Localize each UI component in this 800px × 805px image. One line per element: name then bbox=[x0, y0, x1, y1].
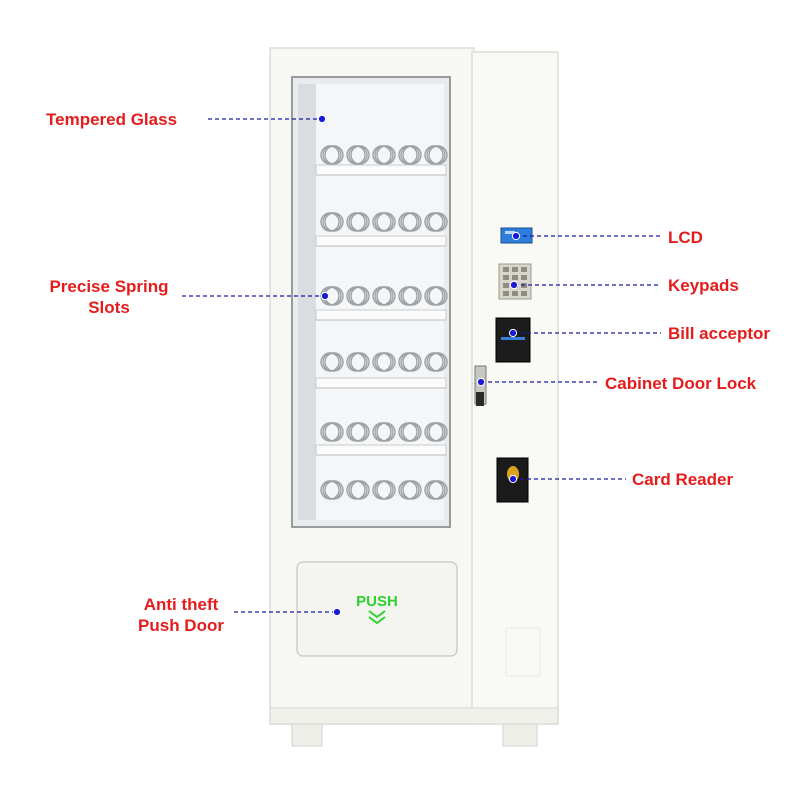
label-door-lock: Cabinet Door Lock bbox=[605, 373, 756, 394]
spring-coil bbox=[376, 145, 396, 165]
anchor-dot-lcd bbox=[511, 231, 521, 241]
spring-coil bbox=[428, 422, 448, 442]
spring-coil bbox=[324, 480, 344, 500]
push-text: PUSH bbox=[356, 593, 398, 610]
spring-coil bbox=[350, 352, 370, 372]
spring-coil bbox=[402, 352, 422, 372]
spring-coil bbox=[376, 286, 396, 306]
spring-coil bbox=[428, 480, 448, 500]
spring-coil bbox=[376, 352, 396, 372]
anchor-dot-tempered-glass bbox=[317, 114, 327, 124]
keypad-key bbox=[512, 291, 518, 296]
label-keypads: Keypads bbox=[668, 275, 739, 296]
spring-coil bbox=[376, 212, 396, 232]
anchor-dot-door-lock bbox=[476, 377, 486, 387]
spring-coil bbox=[324, 422, 344, 442]
spring-coil bbox=[402, 480, 422, 500]
keypad-key bbox=[503, 275, 509, 280]
double-chevron-down-icon bbox=[368, 610, 386, 625]
label-spring-slots: Precise Spring Slots bbox=[42, 276, 176, 318]
base-plinth bbox=[269, 707, 559, 725]
spring-coil bbox=[350, 212, 370, 232]
spring-coil bbox=[324, 212, 344, 232]
label-text-line2: Push Door bbox=[138, 616, 224, 635]
left-foot bbox=[291, 721, 323, 747]
keypad-key bbox=[503, 291, 509, 296]
label-text: Keypads bbox=[668, 276, 739, 295]
spring-coil bbox=[402, 286, 422, 306]
keypad-key bbox=[503, 267, 509, 272]
anchor-dot-anti-theft bbox=[332, 607, 342, 617]
lcd-screen-detail bbox=[505, 231, 515, 234]
spring-coil bbox=[428, 212, 448, 232]
shelf bbox=[315, 235, 447, 247]
spring-coil bbox=[376, 480, 396, 500]
label-text: Tempered Glass bbox=[46, 110, 178, 129]
label-bill-acceptor: Bill acceptor bbox=[668, 323, 770, 344]
spring-coil bbox=[350, 145, 370, 165]
anti-theft-push-door[interactable] bbox=[296, 561, 458, 657]
spring-coil bbox=[428, 145, 448, 165]
anchor-dot-card-reader bbox=[508, 474, 518, 484]
spring-coil bbox=[350, 480, 370, 500]
label-text-line1: Precise Spring bbox=[49, 277, 169, 296]
spring-coil bbox=[324, 145, 344, 165]
shelf bbox=[315, 444, 447, 456]
label-text: Card Reader bbox=[632, 470, 734, 489]
label-card-reader: Card Reader bbox=[632, 469, 733, 490]
shelves bbox=[315, 164, 447, 456]
spring-coils bbox=[320, 145, 448, 500]
label-text: LCD bbox=[668, 228, 703, 247]
bill-slot bbox=[501, 337, 525, 340]
label-tempered-glass: Tempered Glass bbox=[46, 109, 177, 130]
keypad-key bbox=[521, 267, 527, 272]
spring-coil bbox=[402, 422, 422, 442]
label-anti-theft: Anti theft Push Door bbox=[130, 594, 232, 636]
spring-coil bbox=[324, 352, 344, 372]
spring-coil bbox=[428, 352, 448, 372]
spring-coil bbox=[350, 286, 370, 306]
spring-coil bbox=[350, 422, 370, 442]
spring-coil bbox=[376, 422, 396, 442]
anchor-dot-spring-slots bbox=[320, 291, 330, 301]
right-foot bbox=[502, 721, 538, 747]
lock-key bbox=[476, 392, 484, 406]
side-vent bbox=[505, 627, 541, 677]
label-text-line1: Anti theft bbox=[143, 595, 219, 614]
callout-leaders bbox=[182, 114, 661, 617]
keypad-key bbox=[512, 275, 518, 280]
spring-coil bbox=[402, 145, 422, 165]
interior-left-wall bbox=[298, 84, 316, 520]
keypad-key bbox=[512, 267, 518, 272]
spring-coil bbox=[402, 212, 422, 232]
keypad-key bbox=[503, 283, 509, 288]
label-text: Bill acceptor bbox=[668, 324, 771, 343]
spring-coil bbox=[428, 286, 448, 306]
anchor-dot-bill-acceptor bbox=[508, 328, 518, 338]
anchor-dot-keypads bbox=[509, 280, 519, 290]
label-lcd: LCD bbox=[668, 227, 703, 248]
shelf bbox=[315, 164, 447, 176]
shelf bbox=[315, 377, 447, 389]
shelf bbox=[315, 309, 447, 321]
keypad-key bbox=[521, 291, 527, 296]
label-text: Cabinet Door Lock bbox=[605, 374, 757, 393]
label-text-line2: Slots bbox=[88, 298, 130, 317]
keypad-key bbox=[521, 275, 527, 280]
